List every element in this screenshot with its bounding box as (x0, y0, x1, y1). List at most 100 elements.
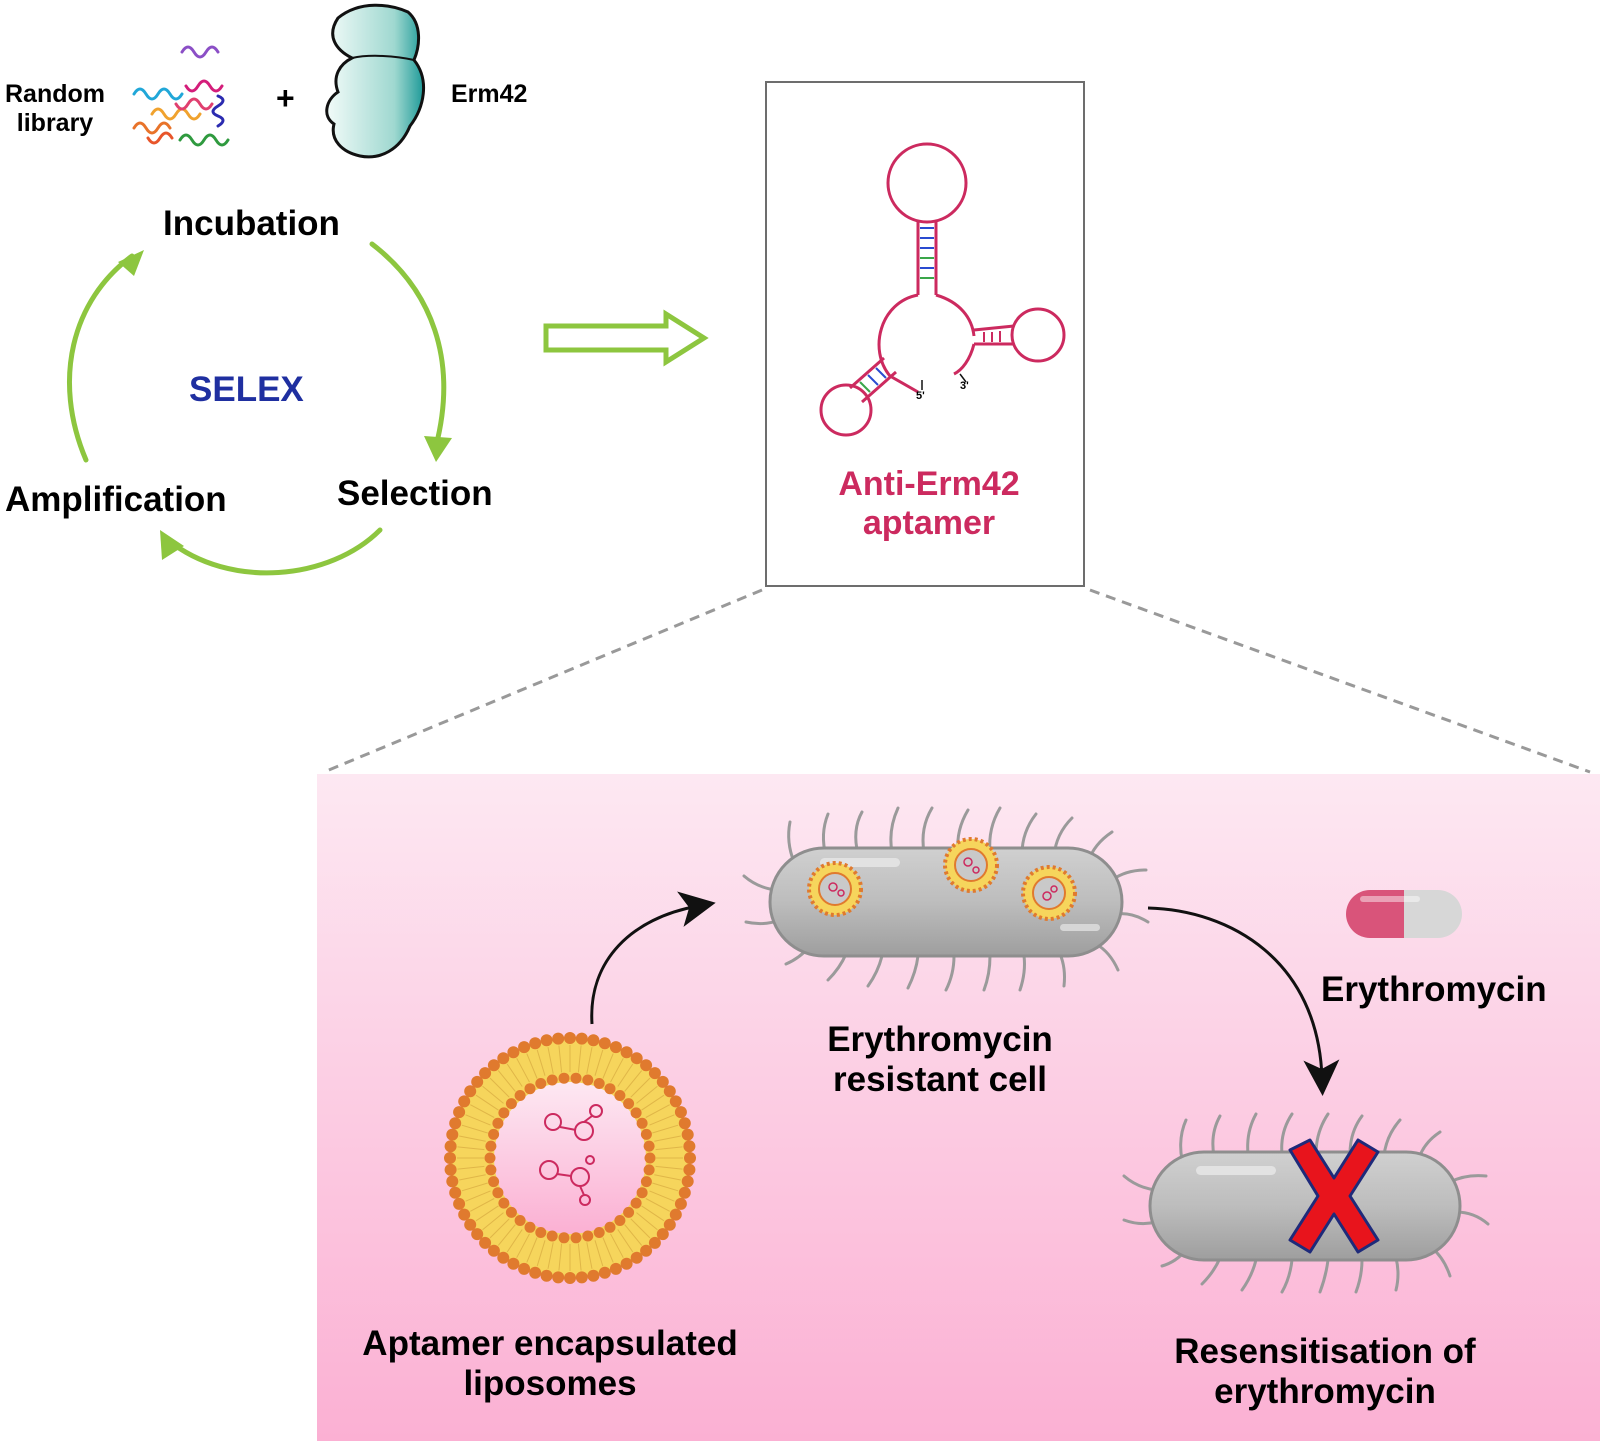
step-selection-label: Selection (337, 474, 493, 513)
resensitisation-arrow (1147, 906, 1340, 1096)
lipid-head (630, 1251, 643, 1264)
lipid-tail (617, 1063, 634, 1087)
lipid-tail (457, 1146, 485, 1151)
lipid-head (488, 1176, 500, 1188)
internal-liposome-icons (807, 837, 1077, 921)
resensitisation-label: Resensitisation of erythromycin (1150, 1332, 1500, 1413)
lipid-tail (470, 1198, 495, 1212)
lipid-head (471, 1228, 484, 1241)
random-library-line1: Random (5, 80, 105, 108)
aptamer-end-ticks (921, 373, 967, 390)
resistant-cell-line2: resistant cell (833, 1060, 1047, 1100)
lipid-head (485, 1140, 497, 1152)
step-amplification-label: Amplification (5, 480, 227, 519)
lipid-head (593, 1078, 605, 1089)
aptamer-title-line1: Anti-Erm42 (838, 465, 1020, 503)
lipid-head (614, 1215, 626, 1226)
lipid-head (564, 1032, 576, 1044)
random-library-line2: library (16, 108, 94, 137)
lipid-head (598, 1266, 611, 1279)
lipid-tail (624, 1224, 643, 1246)
lipid-head (640, 1244, 653, 1257)
lipid-head (575, 1271, 588, 1284)
lipid-head (529, 1037, 542, 1050)
lipid-tail (558, 1045, 563, 1073)
lipid-head (449, 1186, 462, 1199)
erythromycin-capsule-icon (1346, 890, 1462, 938)
lipid-tail (506, 1229, 523, 1253)
lipid-head (582, 1230, 594, 1242)
lipid-tail (475, 1094, 499, 1111)
uptake-arrow (590, 891, 716, 1025)
lipid-tail (497, 1070, 516, 1092)
lipid-head (535, 1078, 547, 1089)
lipid-head (640, 1176, 652, 1188)
lipid-head (674, 1197, 687, 1210)
lipid-head (683, 1140, 696, 1153)
liposomes-line2: liposomes (463, 1364, 637, 1404)
lipid-tail (602, 1237, 614, 1263)
lipid-tail (624, 1070, 643, 1092)
lipid-tail (482, 1085, 504, 1104)
lipid-tail (654, 1174, 681, 1181)
lipid-tail (526, 1053, 538, 1079)
lipid-tail (506, 1063, 523, 1087)
lipid-head (464, 1085, 477, 1098)
lipid-head (609, 1041, 622, 1054)
erythromycin-label: Erythromycin (1321, 970, 1547, 1009)
plus-sign: + (276, 80, 295, 116)
aptamer-title: Anti-Erm42 aptamer (820, 465, 1038, 543)
lipid-tail (516, 1058, 530, 1083)
lipid-head (640, 1128, 652, 1140)
lipid-head (444, 1140, 457, 1153)
lipid-head (497, 1052, 510, 1065)
lipid-head (575, 1032, 588, 1045)
lipid-head (518, 1041, 531, 1054)
lipid-tail (547, 1047, 554, 1074)
lipid-head (453, 1197, 466, 1210)
lipid-tail (610, 1233, 624, 1258)
lipid-head (683, 1163, 696, 1176)
step-incubation-label: Incubation (163, 204, 340, 243)
aptamer-3-prime-label: 3' (960, 380, 969, 392)
lipid-head (681, 1175, 694, 1188)
liposomes-label: Aptamer encapsulated liposomes (330, 1324, 770, 1405)
lipid-head (656, 1075, 669, 1088)
lipid-tail (465, 1114, 491, 1126)
lipid-tail (558, 1243, 563, 1271)
lipid-head (444, 1152, 456, 1164)
lipid-head (614, 1090, 626, 1101)
aptamer-title-line2: aptamer (862, 504, 996, 543)
lipid-tail (645, 1104, 670, 1118)
lipid-head (570, 1072, 582, 1084)
lipid-head (518, 1262, 531, 1275)
lipid-tail (645, 1198, 670, 1212)
lipid-head (446, 1175, 459, 1188)
lipid-head (648, 1067, 661, 1080)
resistant-cell-line1: Erythromycin (827, 1020, 1053, 1059)
lipid-head (663, 1085, 676, 1098)
aptamer-base-pairs (859, 227, 1001, 393)
lipid-tail (482, 1212, 504, 1231)
lipid-head (593, 1227, 605, 1238)
lipid-head (558, 1072, 570, 1084)
liposomes-line1: Aptamer encapsulated (362, 1324, 738, 1363)
selex-label: SELEX (189, 370, 304, 409)
lipid-tail (465, 1190, 491, 1202)
lipid-head (564, 1272, 576, 1284)
lipid-head (570, 1232, 582, 1244)
lipid-head (471, 1075, 484, 1088)
lipid-head (505, 1206, 517, 1218)
lipid-head (524, 1083, 536, 1095)
lipid-head (546, 1230, 558, 1242)
lipid-tail (655, 1165, 683, 1170)
random-library-icon (132, 45, 230, 147)
lipid-head (640, 1059, 653, 1072)
lipid-head (514, 1215, 526, 1226)
lipid-tail (516, 1233, 530, 1258)
lipid-tail (586, 1242, 593, 1269)
lipid-tail (497, 1224, 516, 1246)
lipid-head (498, 1197, 510, 1209)
